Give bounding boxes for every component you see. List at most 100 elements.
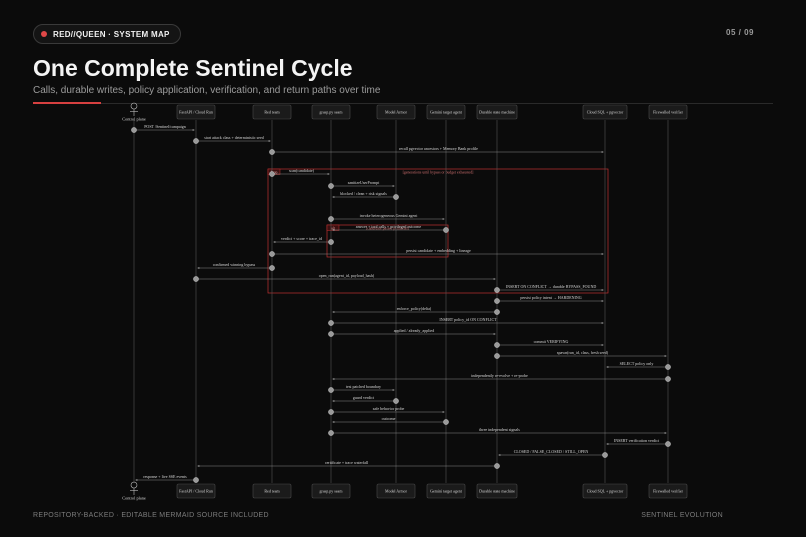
frame-loop-condition: [generations until bypass or budget exha… xyxy=(403,170,474,174)
title-accent-line xyxy=(33,102,101,104)
message-label-30: response + live SSE events xyxy=(143,474,187,479)
message-node-20 xyxy=(665,364,671,370)
message-label-1: POST /Sentinel/campaign xyxy=(144,124,186,129)
message-node-17 xyxy=(328,331,334,337)
actor-head-top xyxy=(130,102,138,110)
message-label-29: certificate + trace waterfall xyxy=(325,460,369,465)
message-label-2: start attack class + deterministic seed xyxy=(204,135,263,140)
message-node-6 xyxy=(393,194,399,200)
message-label-15: enforce_policy(delta) xyxy=(397,306,432,311)
participant-label-cp-bottom: Control plane xyxy=(122,496,146,501)
message-label-24: safe behavior probe xyxy=(373,406,405,411)
participant-label-ge-top: Gemini target agent xyxy=(430,110,463,115)
message-label-21: independently re-evolve + re-probe xyxy=(471,373,528,378)
participant-label-ds-bottom: Durable state machine xyxy=(479,489,515,494)
participant-label-cp-top: Control plane xyxy=(122,117,146,122)
message-label-9: verdict + score + trace_id xyxy=(281,236,322,241)
message-node-22 xyxy=(328,387,334,393)
footer-section: SENTINEL EVOLUTION xyxy=(641,512,723,519)
message-label-10: persist candidate + embedding + lineage xyxy=(406,248,471,253)
message-node-30 xyxy=(193,477,199,483)
message-node-28 xyxy=(602,452,608,458)
message-label-17: applied / already_applied xyxy=(394,328,434,333)
message-label-11: confirmed winning bypass xyxy=(213,262,256,267)
message-label-3: recall pgvector ancestors + Memory Bank … xyxy=(399,146,478,151)
participant-box-ds-top xyxy=(476,104,518,120)
participant-label-ge-bottom: Gemini target agent xyxy=(430,489,463,494)
participant-box-rt-bottom xyxy=(252,483,292,499)
participant-box-ma-top xyxy=(376,104,416,120)
participant-label-gs-bottom: grasp.py seam xyxy=(320,489,344,494)
participant-box-fa-top xyxy=(176,104,216,120)
participant-label-gs-top: grasp.py seam xyxy=(320,110,344,115)
message-node-15 xyxy=(494,309,500,315)
participant-box-gs-top xyxy=(311,104,351,120)
participant-box-fv-top xyxy=(648,104,688,120)
participant-box-ge-bottom xyxy=(426,483,466,499)
message-label-28: CLOSED / FALSE_CLOSED / STILL_OPEN xyxy=(514,449,589,454)
participant-box-gs-bottom xyxy=(311,483,351,499)
message-node-19 xyxy=(494,353,500,359)
message-node-4 xyxy=(269,171,275,177)
message-node-10 xyxy=(269,251,275,257)
message-label-14: persist policy intent → HARDENING xyxy=(520,295,581,300)
frame-loop xyxy=(267,168,609,294)
message-label-20: SELECT policy only xyxy=(620,361,654,366)
message-node-21 xyxy=(665,376,671,382)
participant-box-ge-top xyxy=(426,104,466,120)
message-label-8: answer + tool calls + privileged outcome xyxy=(356,224,422,229)
message-label-7: invoke heterogeneous Gemini agent xyxy=(360,213,419,218)
participant-box-fv-bottom xyxy=(648,483,688,499)
message-node-3 xyxy=(269,149,275,155)
message-label-12: open_run(agent_id, payload_hash) xyxy=(319,273,375,279)
participant-label-rt-top: Red team xyxy=(264,110,280,115)
participant-box-rt-top xyxy=(252,104,292,120)
message-node-24 xyxy=(328,409,334,415)
message-node-25 xyxy=(443,419,449,425)
message-label-22: test patched boundary xyxy=(346,384,381,389)
message-node-12 xyxy=(193,276,199,282)
message-node-14 xyxy=(494,298,500,304)
participant-label-ma-bottom: Model Armor xyxy=(385,489,408,494)
participant-label-sql-top: Cloud SQL + pgvector xyxy=(587,110,624,115)
message-node-13 xyxy=(494,287,500,293)
message-label-25: outcome xyxy=(382,416,396,421)
participant-box-ds-bottom xyxy=(476,483,518,499)
message-node-11 xyxy=(269,265,275,271)
message-label-4: scan(candidate) xyxy=(289,168,315,173)
footer-note: REPOSITORY-BACKED · EDITABLE MERMAID SOU… xyxy=(33,512,269,519)
message-label-6: blocked / clean + risk signals xyxy=(340,191,387,196)
frame-alt-condition: [candidate passes perimeter] xyxy=(366,226,409,230)
participant-label-rt-bottom: Red team xyxy=(264,489,280,494)
message-node-23 xyxy=(393,398,399,404)
message-label-16: INSERT policy_id ON CONFLICT xyxy=(439,317,497,322)
participant-box-fa-bottom xyxy=(176,483,216,499)
frame-alt xyxy=(326,224,449,258)
badge-label: RED//QUEEN · SYSTEM MAP xyxy=(53,29,170,39)
message-label-19: spawn(run_id, class, fresh seed) xyxy=(557,350,609,356)
page-title: One Complete Sentinel Cycle xyxy=(33,55,353,81)
message-label-26: three independent signals xyxy=(479,427,520,432)
participant-label-sql-bottom: Cloud SQL + pgvector xyxy=(587,489,624,494)
message-label-18: commit VERIFYING xyxy=(534,339,569,344)
message-node-2 xyxy=(193,138,199,144)
message-label-5: sanitizeUserPrompt xyxy=(348,180,380,185)
message-node-9 xyxy=(328,239,334,245)
message-node-29 xyxy=(494,463,500,469)
message-label-13: INSERT ON CONFLICT → durable BYPASS_FOUN… xyxy=(506,284,597,289)
participant-box-sql-top xyxy=(582,104,628,120)
message-node-18 xyxy=(494,342,500,348)
frame-alt-keyword: alt xyxy=(331,226,336,230)
participant-label-ds-top: Durable state machine xyxy=(479,110,515,115)
participant-box-sql-bottom xyxy=(582,483,628,499)
message-node-1 xyxy=(131,127,137,133)
participant-label-ma-top: Model Armor xyxy=(385,110,408,115)
participant-label-fv-top: Firewalled verifier xyxy=(653,110,684,115)
record-dot-icon xyxy=(41,31,47,37)
message-label-23: guard verdict xyxy=(353,395,375,400)
participant-label-fv-bottom: Firewalled verifier xyxy=(653,489,684,494)
message-node-5 xyxy=(328,183,334,189)
participant-box-ma-bottom xyxy=(376,483,416,499)
message-node-26 xyxy=(328,430,334,436)
